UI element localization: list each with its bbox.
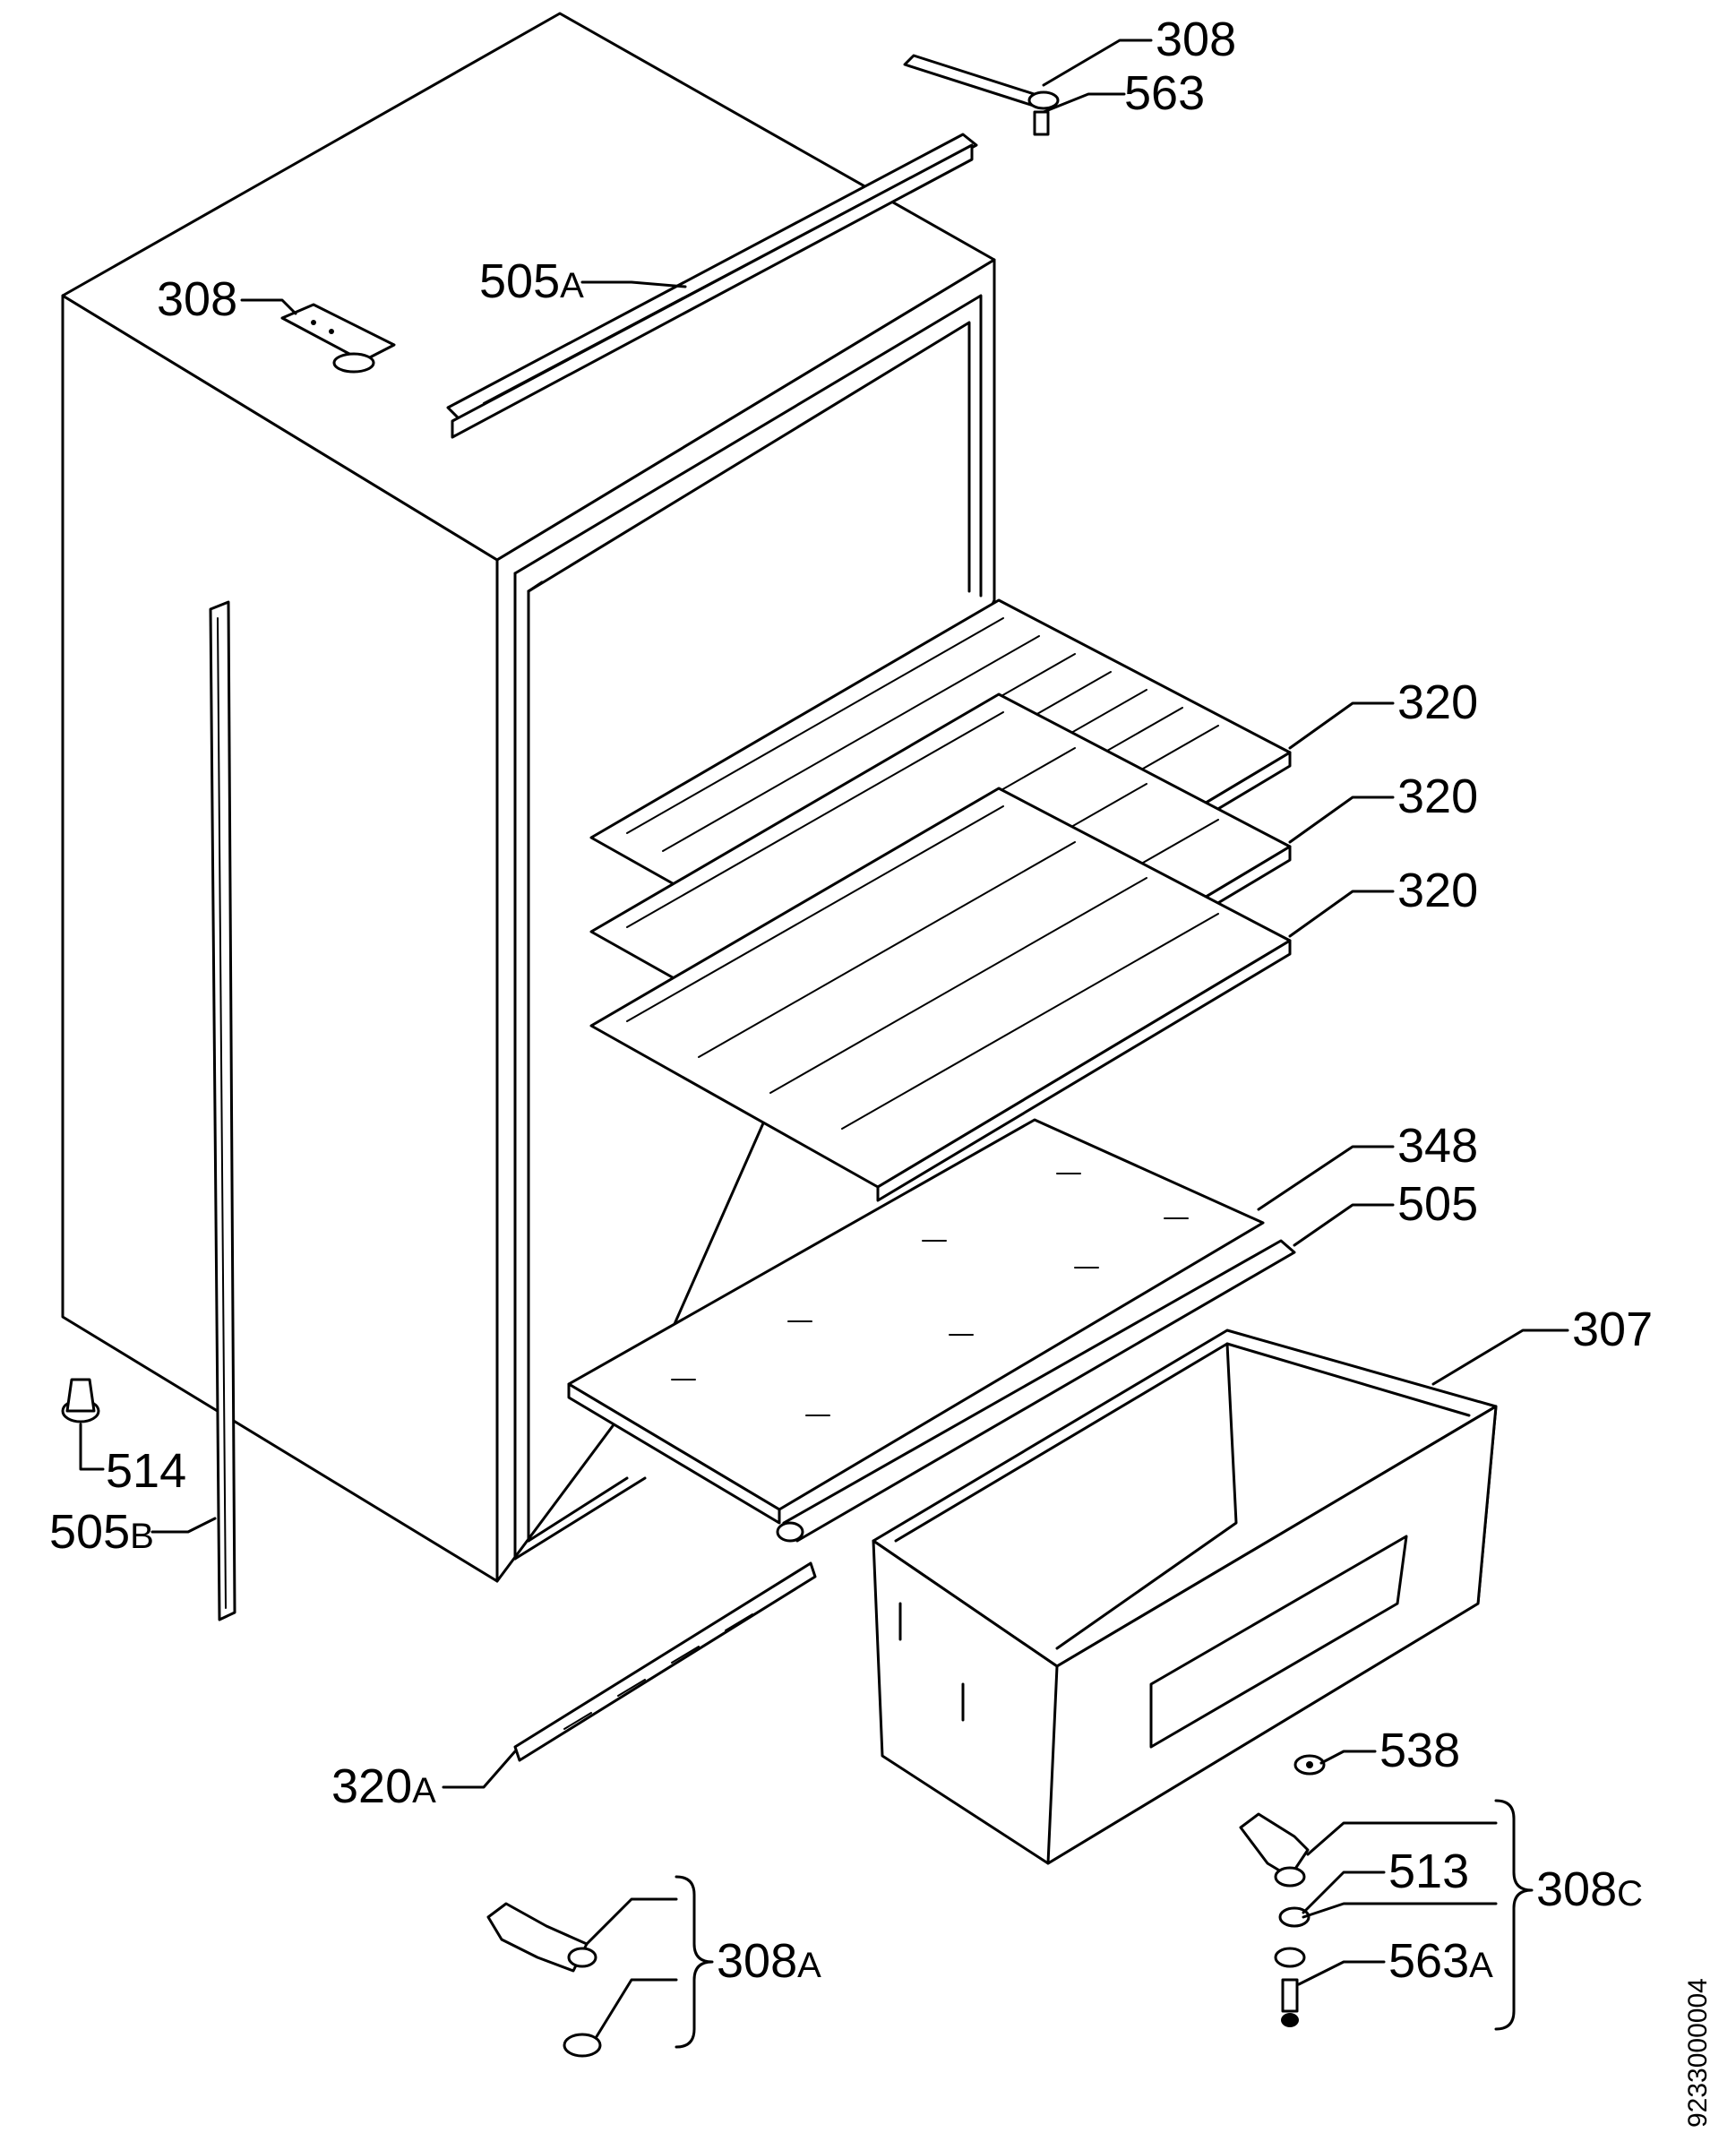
bushing-513 xyxy=(1278,1906,1311,1928)
door-seal-505b xyxy=(209,600,236,1621)
label-307: 307 xyxy=(1572,1303,1653,1356)
hinge-plate-top-right xyxy=(903,54,1060,136)
brace-308c xyxy=(1494,1799,1534,2031)
label-514: 514 xyxy=(106,1444,186,1498)
pin-563a xyxy=(1274,1947,1306,2027)
top-rail-505a xyxy=(446,133,978,439)
hinge-308c xyxy=(1239,1812,1310,1888)
label-320-shelf-3: 320 xyxy=(1397,864,1478,917)
label-563a: 563A xyxy=(1388,1934,1493,1988)
leader-lines xyxy=(79,39,1569,2040)
label-505b: 505B xyxy=(49,1505,154,1559)
wire-shelf-3 xyxy=(589,787,1292,1202)
crisper-drawer-307 xyxy=(872,1329,1498,1865)
label-308c: 308C xyxy=(1536,1862,1643,1916)
label-563-top: 563 xyxy=(1124,66,1205,120)
washer-538 xyxy=(1293,1754,1326,1776)
label-320-shelf-2: 320 xyxy=(1397,770,1478,823)
brace-308a xyxy=(675,1875,714,2049)
shelf-strip-505 xyxy=(776,1239,1296,1543)
hinge-308a xyxy=(486,1902,602,2058)
label-538: 538 xyxy=(1379,1724,1460,1777)
leveling-foot-514 xyxy=(61,1378,100,1423)
label-505: 505 xyxy=(1397,1177,1478,1231)
label-320a: 320A xyxy=(331,1759,436,1813)
shelf-rail-320a xyxy=(513,1561,817,1762)
label-348: 348 xyxy=(1397,1119,1478,1173)
label-505a: 505A xyxy=(479,254,584,308)
label-320-shelf-1: 320 xyxy=(1397,675,1478,729)
label-308a: 308A xyxy=(717,1934,821,1988)
document-number: 9233000004 xyxy=(1683,1978,1713,2128)
label-513: 513 xyxy=(1388,1845,1469,1898)
glass-shelf-348 xyxy=(567,1118,1265,1525)
label-308-left: 308 xyxy=(157,272,237,326)
hinge-plate-top-left xyxy=(280,303,396,374)
label-308-top: 308 xyxy=(1156,13,1236,66)
